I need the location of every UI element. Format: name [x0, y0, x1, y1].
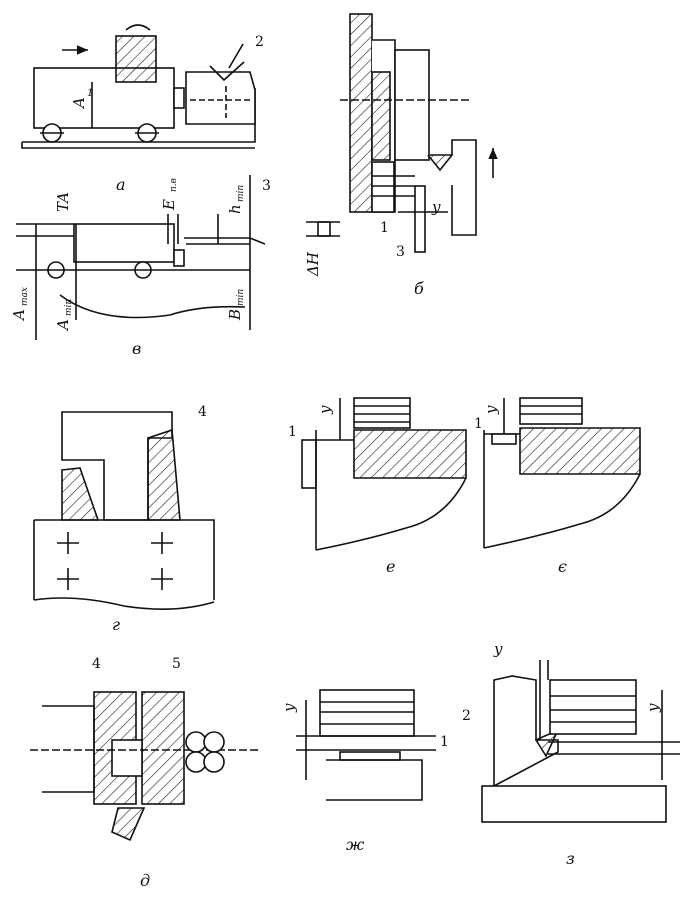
label-y-e: y [316, 405, 334, 415]
caption-d: д [140, 871, 150, 890]
panel-d [30, 691, 260, 842]
label-e-sub: п.в [169, 178, 179, 192]
caption-v: в [132, 339, 141, 358]
label-bmin-sub: min [236, 289, 246, 306]
label-amin: A [54, 319, 72, 332]
caption-a: а [116, 175, 126, 194]
panel-ye [483, 397, 641, 549]
label-ta: TA [54, 192, 72, 212]
panel-v [16, 175, 266, 340]
label-amin-sub: min [64, 299, 74, 316]
label-a1-sub: 1 [87, 88, 93, 99]
captions: а б в г е є д ж з [112, 175, 575, 890]
caption-ye: є [558, 557, 567, 576]
label-e: E [160, 199, 178, 211]
label-2z: 2 [462, 708, 471, 724]
panel-b [306, 13, 498, 253]
label-1b: 1 [380, 220, 389, 236]
label-amax-sub: max [20, 287, 30, 306]
label-h-sub: min [236, 185, 246, 202]
caption-z: з [566, 849, 575, 868]
label-y-b: y [431, 198, 441, 216]
label-1ye: 1 [474, 416, 483, 432]
label-3v: 3 [262, 178, 271, 194]
label-4g: 4 [198, 404, 207, 420]
label-bmin: B [226, 309, 244, 321]
label-1e: 1 [288, 424, 297, 440]
label-y-ye: y [482, 405, 500, 415]
label-1zh: 1 [440, 734, 449, 750]
label-5d: 5 [172, 656, 181, 672]
label-h: h [226, 204, 244, 214]
label-y-zh: y [280, 703, 298, 713]
label-y-z-right: y [644, 703, 662, 713]
label-y-z-top: y [493, 640, 503, 658]
caption-zh: ж [346, 835, 365, 854]
panel-g [33, 411, 215, 610]
label-amax: A [10, 309, 28, 322]
labels: 2 A 1 TA E п.в h min 3 A max A min B min… [10, 34, 662, 750]
panel-e [301, 397, 467, 551]
label-a1: A [70, 97, 88, 110]
label-3b: 3 [396, 244, 405, 260]
label-delta-h: ΔH [304, 251, 322, 277]
caption-b: б [414, 279, 424, 298]
caption-g: г [112, 615, 120, 634]
label-4d: 4 [92, 656, 101, 672]
caption-e: е [386, 557, 395, 576]
label-2a: 2 [255, 34, 264, 50]
panel-zh [296, 689, 436, 801]
panel-z [481, 660, 680, 823]
panel-a [21, 24, 256, 149]
